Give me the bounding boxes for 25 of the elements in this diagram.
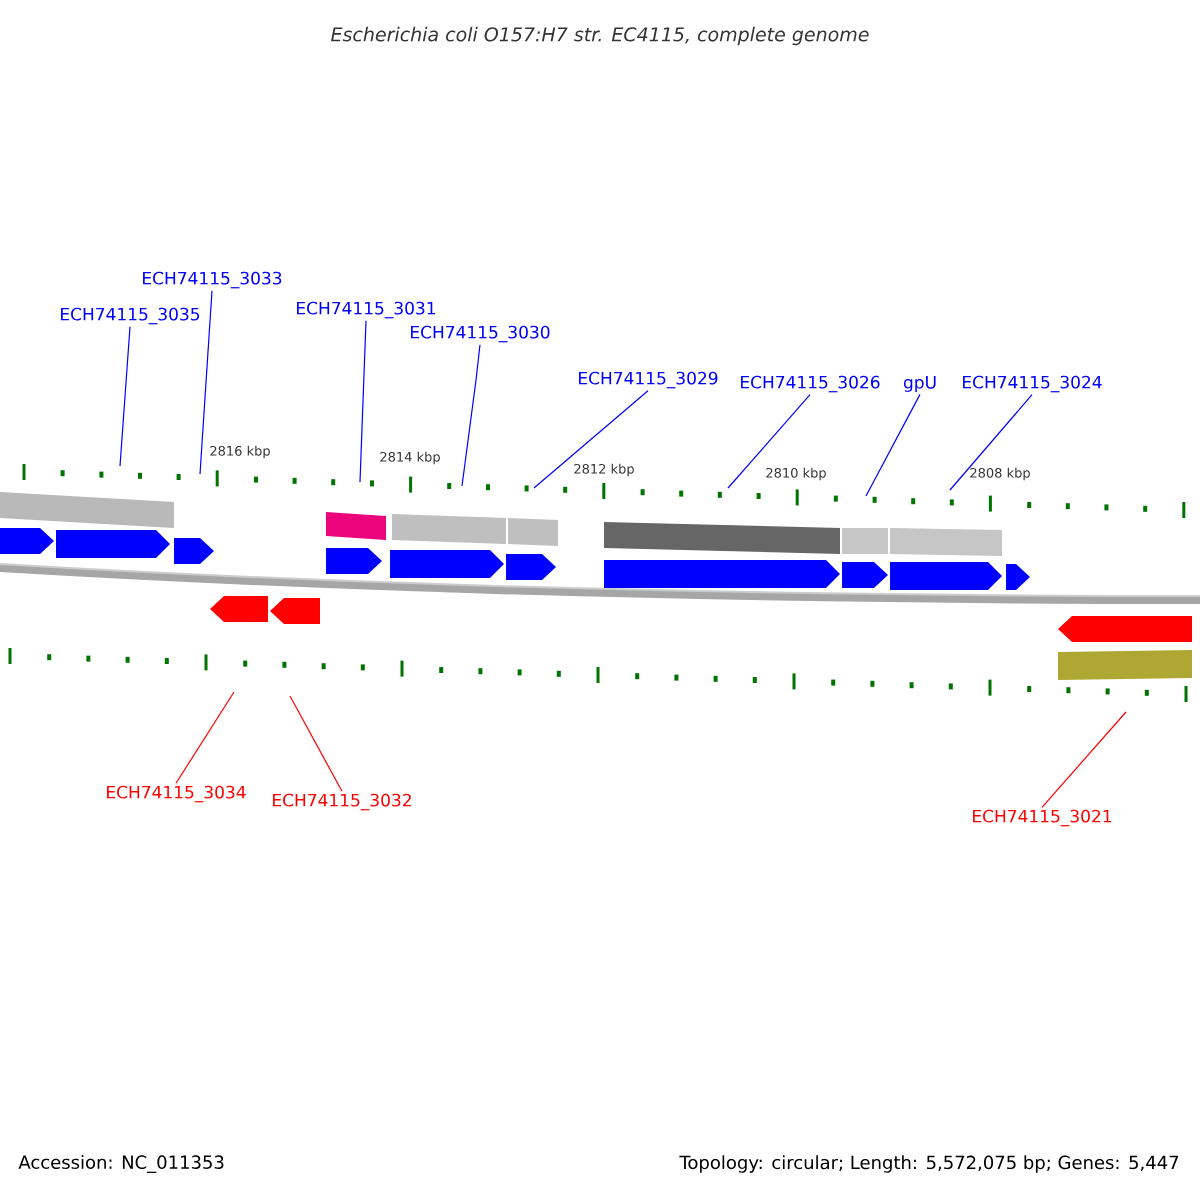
gene-label: ECH74115_3032 [273,793,411,811]
gene-label: ECH74115_3034 [107,785,246,803]
gene-label: ECH74115_3021 [973,809,1112,827]
leader-line [1041,711,1127,808]
gene-label: ECH74115_3024 [963,375,1102,393]
gene-label: ECH74115_3030 [411,325,550,343]
leader-line [461,344,481,487]
leader-line [949,394,1033,491]
title: Escherichia coli O157:H7 str. EC4115, complete genome [331,26,869,46]
leader-line [533,390,649,489]
gene-label: gpU [903,376,936,392]
leader-line [289,695,343,792]
leader-line [119,326,131,467]
leader-line [359,320,367,483]
gene-label: ECH74115_3029 [579,371,718,389]
gene-label: ECH74115_3035 [61,307,200,325]
gene-label: ECH74115_3031 [297,301,436,319]
genome-summary: Topology: circular; Length: 5,572,075 bp; Genes: 5,447 [679,1155,1179,1173]
leader-line [175,691,235,784]
gene-label: ECH74115_3026 [741,375,880,393]
leader-line [727,394,811,489]
leader-line [865,393,921,497]
accession-label: Accession: NC_011353 [18,1155,224,1173]
leader-line [199,290,213,475]
gene-label: ECH74115_3033 [143,271,282,289]
